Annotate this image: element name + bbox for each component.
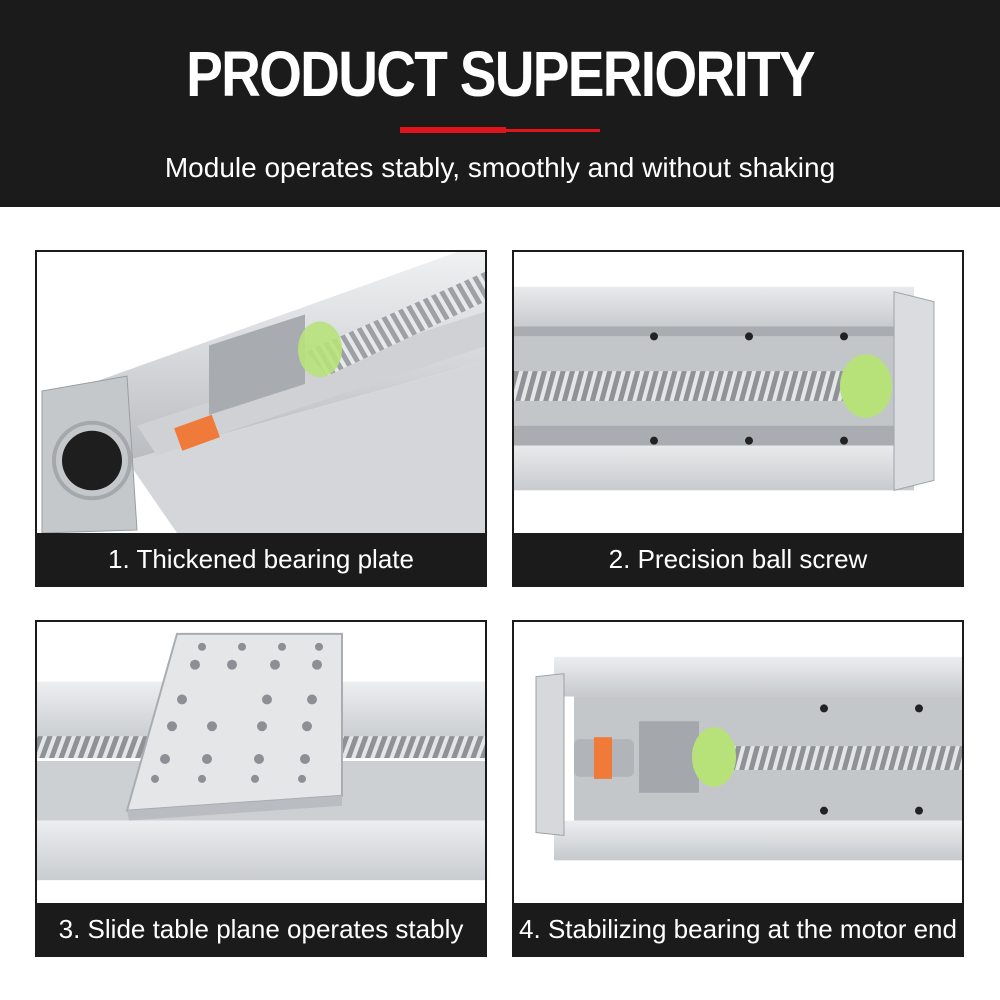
page-subtitle: Module operates stably, smoothly and wit… [164,152,836,183]
header-banner: PRODUCT SUPERIORITY Module operates stab… [0,0,1000,207]
title-underline-thin [506,128,600,132]
title-underline-accent [400,127,506,133]
feature-caption: 4. Stabilizing bearing at the motor end [514,903,962,955]
ball-screw-photo [514,252,962,533]
feature-card-1: 1. Thickened bearing plate [35,250,487,587]
feature-caption: 3. Slide table plane operates stably [37,903,485,955]
page-title: PRODUCT SUPERIORITY [186,38,816,110]
motor-end-bearing-photo [514,622,962,903]
feature-card-3: 3. Slide table plane operates stably [35,620,487,957]
feature-caption: 1. Thickened bearing plate [37,533,485,585]
slide-table-photo [37,622,485,903]
feature-caption: 2. Precision ball screw [514,533,962,585]
feature-card-2: 2. Precision ball screw [512,250,964,587]
feature-card-4: 4. Stabilizing bearing at the motor end [512,620,964,957]
bearing-plate-photo [37,252,485,533]
